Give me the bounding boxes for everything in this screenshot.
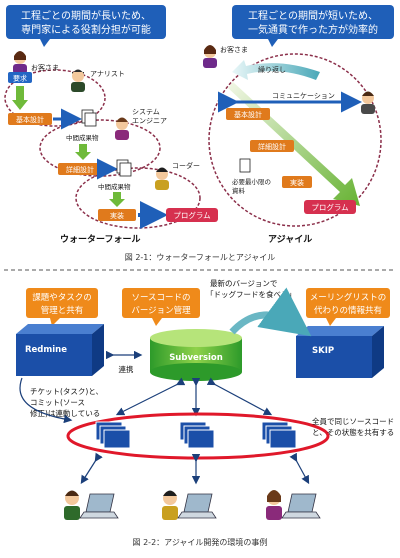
link-label: 連携 <box>119 364 134 374</box>
minimum-document-icon <box>239 158 251 173</box>
redmine-callout: 課題やタスクの 管理と共有 <box>26 288 98 326</box>
detailed-design-label-waterfall: 詳細設計 <box>66 165 94 174</box>
implementation-box-agile <box>282 176 312 188</box>
workspace-to-dev-arrow-right <box>289 452 310 485</box>
basic-design-label-agile: 基本設計 <box>234 110 262 119</box>
analyst-person-icon <box>71 69 85 92</box>
detailed-design-box-waterfall <box>58 163 102 175</box>
waterfall-phase-ellipse-3 <box>75 167 201 229</box>
customer-person-icon-agile <box>203 45 217 68</box>
svn-link-arrow-right <box>206 377 273 416</box>
waterfall-down-arrow-2 <box>75 144 91 160</box>
intermediate-label-1: 中間成果物 <box>66 133 99 142</box>
redmine-to-workspace-arrow <box>19 377 73 424</box>
intermediate-document-icon-2 <box>116 159 132 177</box>
skip-callout-line2: 代わりの情報共有 <box>314 305 382 316</box>
system-engineer-person-icon <box>115 117 129 140</box>
skip-callout: メーリングリストの 代わりの情報共有 <box>306 288 390 326</box>
coder-person-icon <box>155 167 169 190</box>
dogfood-note-line1: 最新のバージョンで <box>210 278 277 288</box>
developer-with-laptop-right <box>266 490 321 520</box>
waterfall-callout-line2: 専門家による役割分担が可能 <box>21 23 151 36</box>
redmine-label: Redmine <box>25 345 67 355</box>
analyst-label: アナリスト <box>90 70 125 78</box>
working-copy-stack-left <box>95 421 131 449</box>
program-label-waterfall: プログラム <box>173 210 210 220</box>
waterfall-down-arrow-1 <box>12 86 28 110</box>
implementation-label-agile: 実装 <box>290 178 304 187</box>
svn-callout-line1: ソースコードの <box>131 293 190 303</box>
program-box-waterfall <box>166 208 218 222</box>
detailed-design-label-agile: 詳細設計 <box>258 142 286 151</box>
workspace-to-dev-arrow-left <box>80 452 103 485</box>
waterfall-callout-line1: 工程ごとの期間が長いため、 <box>21 9 151 22</box>
customer-label-agile: お客さま <box>220 45 248 54</box>
svn-callout: ソースコードの バージョン管理 <box>122 288 200 326</box>
coder-label: コーダー <box>172 161 200 170</box>
redmine-server-cube <box>16 324 104 376</box>
developer-with-laptop-left <box>64 490 119 520</box>
program-label-agile: プログラム <box>311 202 348 212</box>
basic-design-box-waterfall <box>8 113 52 125</box>
minimum-docs-label-1: 必要最小限の <box>232 177 271 186</box>
ticket-note-line2: コミット(ソース <box>30 398 85 407</box>
ticket-note-line1: チケット(タスク)と、 <box>30 387 103 396</box>
dogfood-curved-arrow <box>229 287 312 337</box>
customer-person-icon <box>13 51 27 74</box>
minimum-docs-label-2: 資料 <box>232 186 246 195</box>
share-note-line2: と、その状態を共有する <box>312 427 394 437</box>
working-copy-stack-right <box>261 421 297 449</box>
working-copy-stack-center <box>179 421 215 449</box>
figure-2-2-caption: 図 2-2：アジャイル開発の環境の事例 <box>133 537 268 547</box>
ticket-note-line3: 修正)は連動している <box>30 408 100 418</box>
agile-cycle-circle <box>208 53 382 227</box>
intermediate-document-icon-1 <box>81 109 97 127</box>
developer-person-icon-agile <box>361 91 375 114</box>
agile-callout-line2: 一気通貫で作った方が効率的 <box>248 23 378 36</box>
redmine-callout-line2: 管理と共有 <box>41 305 84 316</box>
svn-link-arrow-left <box>115 377 186 416</box>
customer-label-waterfall: お客さま <box>31 63 59 72</box>
repeat-label: 繰り返し <box>258 65 286 74</box>
figure-2-1-caption: 図 2-1：ウォーターフォールとアジャイル <box>125 253 275 262</box>
implementation-label-waterfall: 実装 <box>110 211 124 220</box>
skip-server-cube <box>296 326 384 378</box>
waterfall-callout: 工程ごとの期間が長いため、 専門家による役割分担が可能 <box>6 5 166 47</box>
agile-title: アジャイル <box>268 234 312 245</box>
system-engineer-label-2: エンジニア <box>132 117 167 125</box>
requirement-label: 要求 <box>13 74 27 83</box>
program-box-agile <box>304 200 356 214</box>
implementation-box-waterfall <box>98 209 136 221</box>
skip-label: SKIP <box>312 346 334 356</box>
share-note-line1: 全員で同じソースコード <box>312 416 394 426</box>
waterfall-phase-ellipse-1 <box>4 69 106 127</box>
requirement-box <box>8 72 32 83</box>
agile-callout-line1: 工程ごとの期間が短いため、 <box>248 9 378 22</box>
waterfall-title: ウォーターフォール <box>60 233 140 245</box>
developer-with-laptop-center <box>162 490 217 520</box>
system-engineer-label-1: システム <box>132 108 160 116</box>
basic-design-label-waterfall: 基本設計 <box>16 115 44 124</box>
waterfall-down-arrow-3 <box>109 192 125 207</box>
redmine-callout-line1: 課題やタスクの <box>32 292 92 303</box>
communication-label: コミュニケーション <box>272 92 335 100</box>
detailed-design-box-agile <box>250 140 294 152</box>
agile-callout: 工程ごとの期間が短いため、 一気通貫で作った方が効率的 <box>232 5 394 47</box>
dogfood-note-line2: 「ドッグフードを食べる」 <box>206 289 296 299</box>
repeat-loop-arrow <box>232 60 320 80</box>
intermediate-label-2: 中間成果物 <box>98 182 131 191</box>
subversion-repository-cylinder <box>150 329 242 381</box>
basic-design-box-agile <box>226 108 270 120</box>
skip-callout-line1: メーリングリストの <box>310 292 387 303</box>
subversion-label: Subversion <box>169 353 223 363</box>
svn-callout-line2: バージョン管理 <box>131 305 191 316</box>
